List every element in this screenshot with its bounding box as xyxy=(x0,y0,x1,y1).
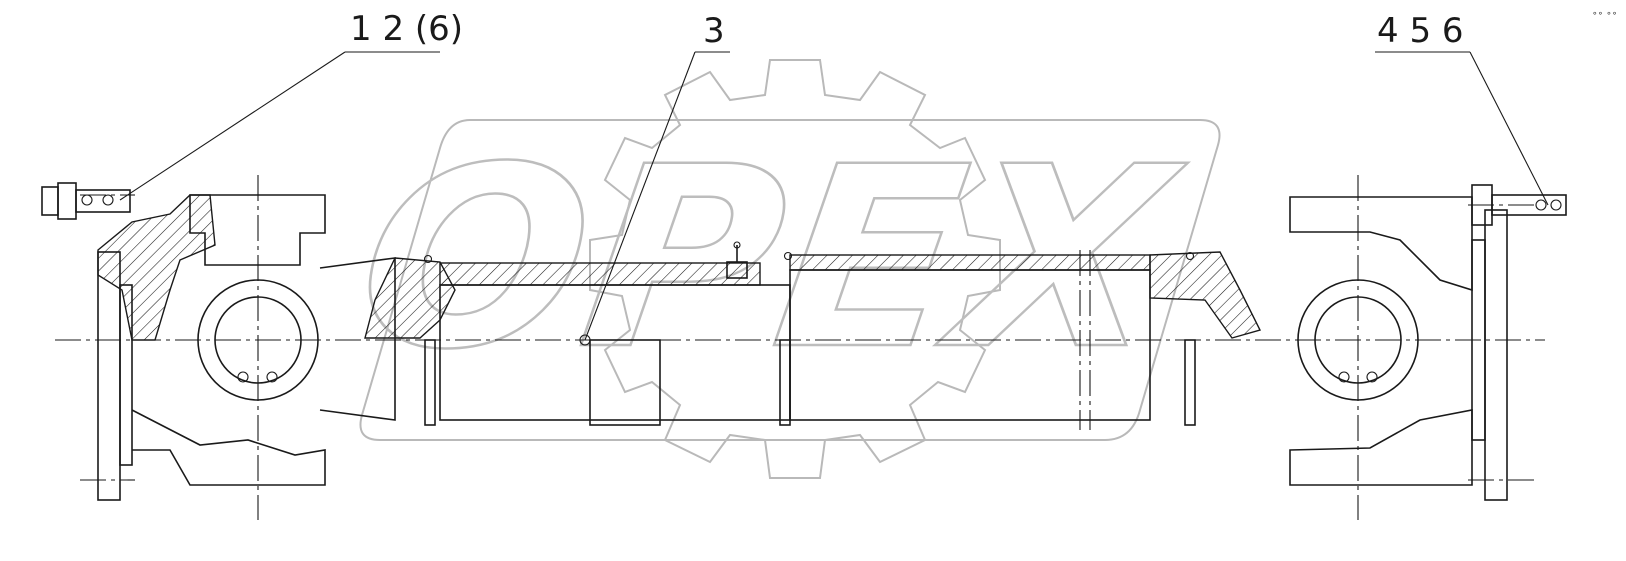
right-bolt-pin-1 xyxy=(1535,199,1547,211)
leader-right xyxy=(1469,51,1549,206)
right-bolt-pin-2 xyxy=(1550,199,1562,211)
mid-thread-band xyxy=(779,339,791,426)
tube-wall-hatch xyxy=(789,254,1151,271)
left-bolt-shank xyxy=(75,189,131,213)
left-bolt-pin-1 xyxy=(81,194,93,206)
seal-point-mid xyxy=(783,251,793,261)
tube-assembly xyxy=(319,241,1262,430)
leader-left xyxy=(119,51,346,201)
left-snap-ring-hole-1 xyxy=(237,371,249,383)
left-thread-band xyxy=(424,339,436,426)
part-3-marker xyxy=(579,334,591,346)
right-flange-yoke xyxy=(1289,175,1567,520)
right-yoke-upper xyxy=(1289,196,1473,292)
right-bolt-shank xyxy=(1491,194,1567,216)
right-thread-band xyxy=(1184,339,1196,426)
left-bolt-nut xyxy=(57,182,77,220)
seal-point-left xyxy=(423,254,433,264)
left-yoke-hatched-section xyxy=(97,194,216,341)
watermark-gear-outline xyxy=(589,59,1001,479)
left-snap-ring-hole-2 xyxy=(266,371,278,383)
callout-left-label: 1 2 (6) xyxy=(350,9,463,49)
leader-lines xyxy=(119,51,1549,341)
sleeve-wall-hatch xyxy=(439,262,761,286)
right-flange-boss xyxy=(1471,239,1486,441)
right-snap-ring-hole-2 xyxy=(1366,371,1378,383)
watermark-badge-outline xyxy=(359,119,1221,441)
right-snap-ring-hole-1 xyxy=(1338,371,1350,383)
left-bolt-pin-2 xyxy=(102,194,114,206)
left-bolt-head xyxy=(41,186,59,216)
callout-center-label: 3 xyxy=(703,11,725,51)
right-tube-weld-hatch xyxy=(1149,251,1262,339)
left-flange-plate xyxy=(97,251,121,501)
spline-shaft-body xyxy=(589,339,661,426)
left-yoke-lower xyxy=(131,409,326,486)
right-flange-plate xyxy=(1484,209,1508,501)
callout-right-label: 4 5 6 xyxy=(1377,11,1464,51)
right-yoke-lower xyxy=(1289,409,1473,486)
left-flange-yoke xyxy=(41,175,326,520)
left-tube-outline xyxy=(319,257,396,421)
grease-nipple-tip xyxy=(733,241,741,249)
corner-mark: ∘∘ ∘∘ xyxy=(1592,9,1617,19)
leader-center xyxy=(584,51,696,341)
left-yoke-body xyxy=(189,194,326,266)
